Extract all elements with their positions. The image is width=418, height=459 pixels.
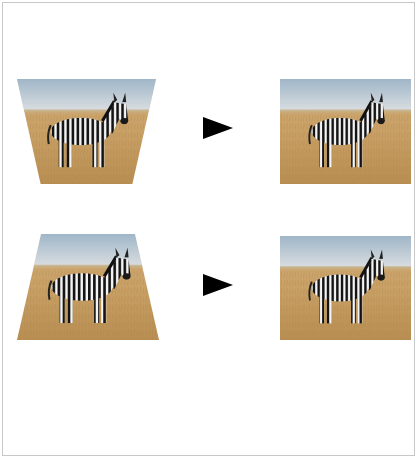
right-triangle-arrow-icon <box>203 274 233 296</box>
zebra-photo <box>17 79 156 184</box>
zebra-photo <box>17 234 159 340</box>
figure-frame <box>2 2 415 456</box>
result-image-top <box>280 79 411 184</box>
source-image-trapezoid-bottom <box>17 234 159 340</box>
zebra-photo <box>280 236 411 340</box>
right-triangle-arrow-icon <box>203 117 233 139</box>
source-image-trapezoid-top <box>17 79 156 184</box>
zebra-photo <box>280 79 411 184</box>
result-image-bottom <box>280 236 411 340</box>
